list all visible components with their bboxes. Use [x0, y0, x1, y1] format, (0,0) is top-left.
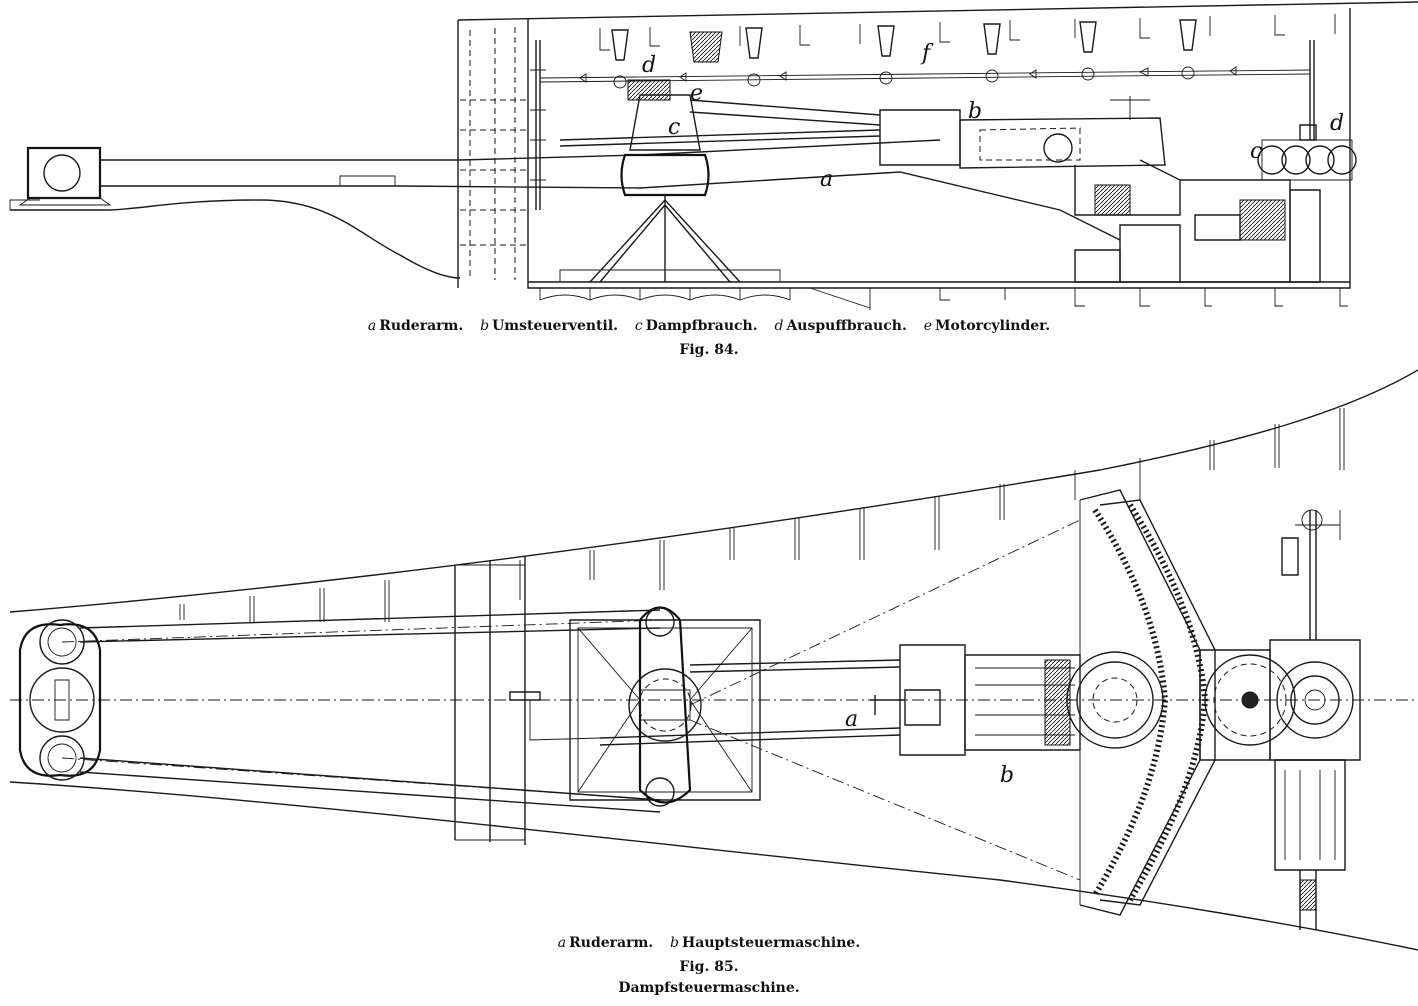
fig85-label: Fig. 85.: [679, 959, 739, 975]
label-a-fig85: a: [845, 707, 858, 732]
label-b: b: [968, 99, 982, 124]
label-f: f: [920, 41, 934, 66]
rudder-head: [20, 620, 100, 780]
rudder-arm-fig84: [20, 140, 1120, 240]
hand-lever: [510, 692, 600, 740]
telemotor-column: [1275, 510, 1345, 930]
fig85-title: Dampfsteuermaschine.: [618, 980, 800, 996]
rudder-arm-rods: [62, 610, 660, 812]
label-d-right: d: [1330, 111, 1344, 136]
main-steering-engine: [870, 645, 1163, 755]
crosshead-frame: [570, 608, 760, 807]
floor-frames: [540, 288, 1348, 310]
upper-frames: [180, 408, 1344, 622]
label-a: a: [820, 167, 833, 192]
fig84-drawing: a b c d e f c d: [10, 2, 1418, 310]
deck-beams: [600, 14, 1335, 50]
chain-quadrant: [1080, 490, 1270, 915]
label-c: c: [668, 115, 680, 140]
fig84-label: Fig. 84.: [679, 342, 739, 358]
label-e: e: [690, 81, 703, 106]
gear-train: [1205, 640, 1360, 760]
label-c-right: c: [1250, 139, 1262, 164]
steam-engine-fig84: [880, 96, 1320, 282]
label-d: d: [642, 53, 656, 78]
label-b-fig85: b: [1000, 763, 1014, 788]
control-wheels-fig84: [1258, 125, 1356, 180]
pivot-stand: [560, 80, 880, 282]
piston-rods: [600, 520, 1080, 880]
fig85-drawing: a b: [10, 370, 1418, 950]
